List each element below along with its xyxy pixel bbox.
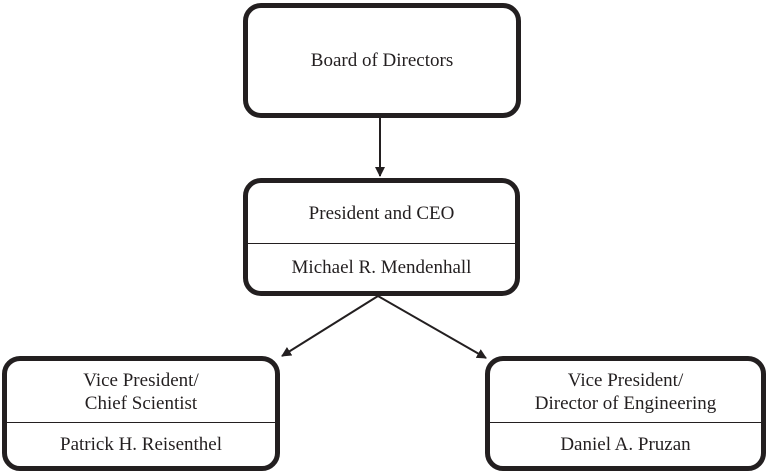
vp-engineering-title: Vice President/ Director of Engineering bbox=[490, 361, 761, 422]
ceo-name: Michael R. Mendenhall bbox=[291, 257, 472, 278]
ceo-title: President and CEO bbox=[308, 202, 455, 224]
vp-engineering-name: Daniel A. Pruzan bbox=[560, 434, 691, 455]
vp-director-engineering-box: Vice President/ Director of Engineering … bbox=[485, 356, 766, 471]
board-of-directors-box: Board of Directors bbox=[243, 3, 521, 118]
ceo-to-vp-engineering-arrow bbox=[377, 295, 487, 359]
ceo-divider bbox=[248, 243, 515, 244]
vp-science-divider bbox=[7, 422, 275, 423]
vp-engineering-title-line1: Vice President/ bbox=[567, 369, 684, 391]
vp-science-name: Patrick H. Reisenthel bbox=[60, 434, 222, 455]
board-title: Board of Directors bbox=[310, 50, 454, 71]
vp-science-title-line1: Vice President/ bbox=[83, 369, 199, 391]
vp-engineering-divider bbox=[490, 422, 761, 423]
ceo-box: President and CEO Michael R. Mendenhall bbox=[243, 178, 520, 296]
vp-engineering-title-line2: Director of Engineering bbox=[534, 392, 717, 414]
ceo-to-vp-science-arrow bbox=[281, 295, 379, 357]
vp-science-title-line2: Chief Scientist bbox=[84, 392, 198, 414]
vp-chief-scientist-box: Vice President/ Chief Scientist Patrick … bbox=[2, 356, 280, 471]
vp-science-title: Vice President/ Chief Scientist bbox=[7, 361, 275, 422]
